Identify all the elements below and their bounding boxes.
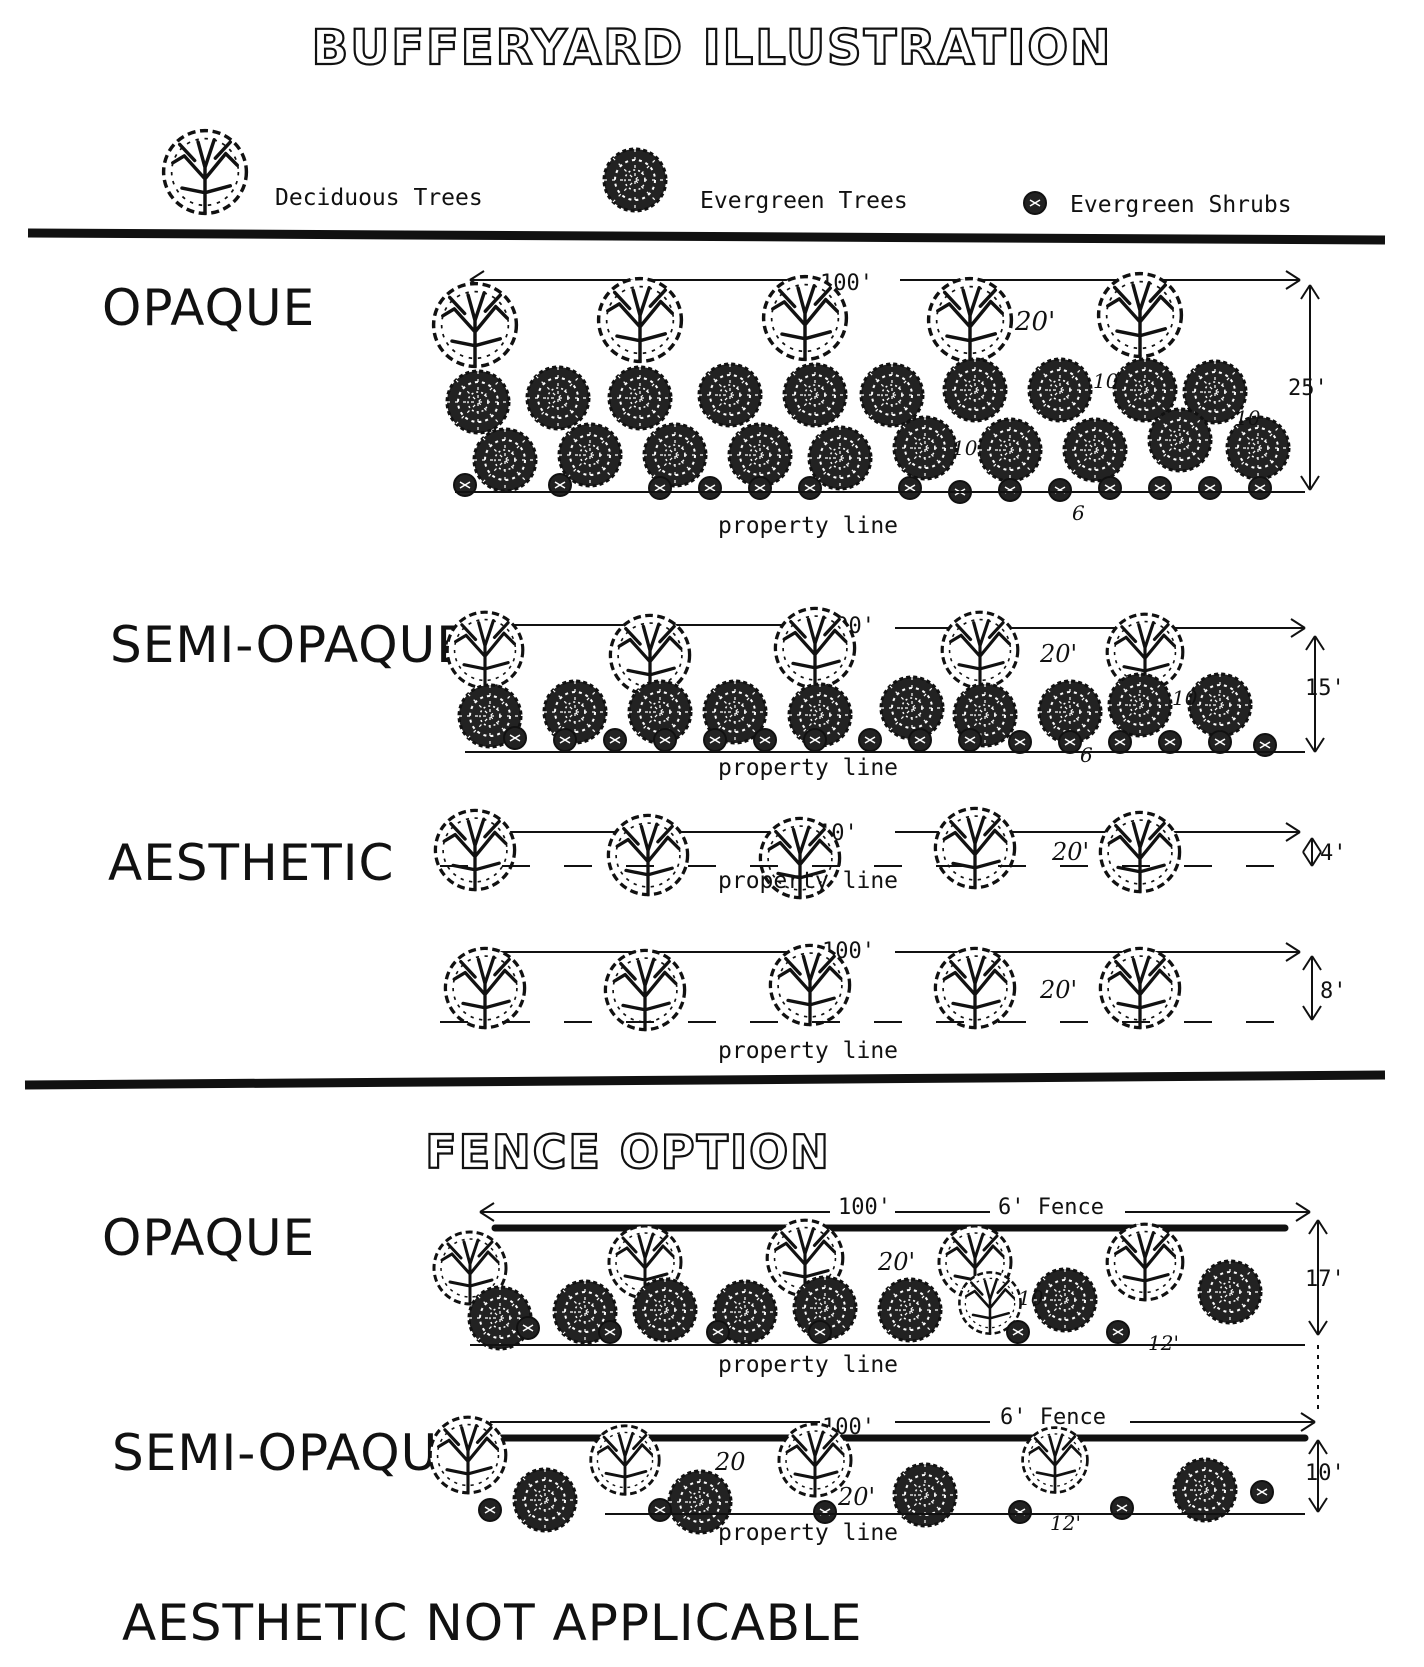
fence-opaque-spacing-10: 10 [1018,1286,1044,1310]
fence-opaque-property-line: property line [718,1352,898,1378]
fence-opaque-spacing-20: 20' [877,1248,915,1276]
evergreen-shrub-icon [1023,191,1047,215]
fence-semi-opaque-shrub-row [478,1480,1274,1524]
fence-option-title: FENCE OPTION [425,1125,830,1179]
opaque-property-line: property line [718,513,898,539]
fence-opaque-label: OPAQUE [102,1209,315,1267]
fence-semi-opaque-depth: 10' [1305,1461,1345,1486]
fence-semi-opaque-spacing-20a: 20 [714,1448,746,1476]
semi-opaque-spacing-10: 10 [1172,686,1198,710]
opaque-evergreen-rows [445,357,1291,493]
fence-semi-opaque-section: SEMI-OPAQUE 100' 6' Fence 10' 20 20' [112,1405,1345,1546]
opaque-section: OPAQUE 100' 25' 20' [102,270,1328,539]
aesthetic-property-line: property line [718,868,898,894]
fence-opaque-depth: 17' [1305,1267,1345,1292]
aesthetic-depth: 4' [1320,841,1347,866]
middle-divider [24,1070,1386,1090]
evergreen-tree-icon [602,147,668,213]
opaque-spacing-20: 20' [1014,307,1055,337]
semi-opaque-shrub-spacing: 6 [1080,743,1093,767]
fence-opaque-length: 100' [838,1195,891,1220]
fence-semi-opaque-fence-label: 6' Fence [1000,1405,1106,1430]
opaque-shrub-spacing: 6 [1072,501,1085,525]
fence-opaque-fence-label: 6' Fence [998,1195,1104,1220]
aesthetic-alt-property-line: property line [718,1038,898,1064]
aesthetic-section: AESTHETIC 10' 4' 20' property line [108,806,1347,900]
legend: Deciduous Trees Evergreen Trees Evergree… [161,128,1292,218]
fence-opaque-shrub-row [516,1316,1130,1344]
opaque-label: OPAQUE [102,279,315,337]
aesthetic-alt-section: 100' 8' 20' property line [440,939,1347,1064]
opaque-spacing-10c: 10 [1235,406,1261,430]
aesthetic-spacing-20: 20' [1051,838,1089,866]
semi-opaque-evergreen-row [457,672,1253,749]
aesthetic-alt-spacing-20: 20' [1039,976,1077,1004]
opaque-spacing-10b: 10 [952,436,978,460]
opaque-depth: 25' [1288,376,1328,401]
semi-opaque-label: SEMI-OPAQUE [110,616,469,674]
semi-opaque-property-line: property line [718,755,898,781]
aesthetic-alt-depth: 8' [1320,979,1347,1004]
fence-semi-opaque-property-line: property line [718,1520,898,1546]
aesthetic-label: AESTHETIC [108,834,394,892]
fence-semi-opaque-label: SEMI-OPAQUE [112,1424,471,1482]
footer-note: AESTHETIC NOT APPLICABLE [122,1594,863,1652]
page-title: BUFFERYARD ILLUSTRATION [312,20,1113,76]
fence-semi-opaque-spacing-20b: 20' [837,1483,875,1511]
fence-opaque-spacing-12: 12' [1148,1331,1179,1355]
semi-opaque-spacing-20: 20' [1039,640,1077,668]
top-divider [27,228,1386,245]
fence-opaque-section: OPAQUE 100' 6' Fence 17' 20' [102,1195,1345,1410]
legend-evergreen-trees-label: Evergreen Trees [700,188,908,214]
opaque-spacing-10a: 10 [1093,369,1119,393]
deciduous-tree-icon [161,128,249,216]
opaque-deciduous-row [431,271,1184,369]
legend-evergreen-shrubs-label: Evergreen Shrubs [1070,192,1292,218]
semi-opaque-depth: 15' [1305,676,1345,701]
legend-deciduous-label: Deciduous Trees [275,185,483,211]
semi-opaque-section: SEMI-OPAQUE 100' 15' 20' 10 [110,606,1345,781]
